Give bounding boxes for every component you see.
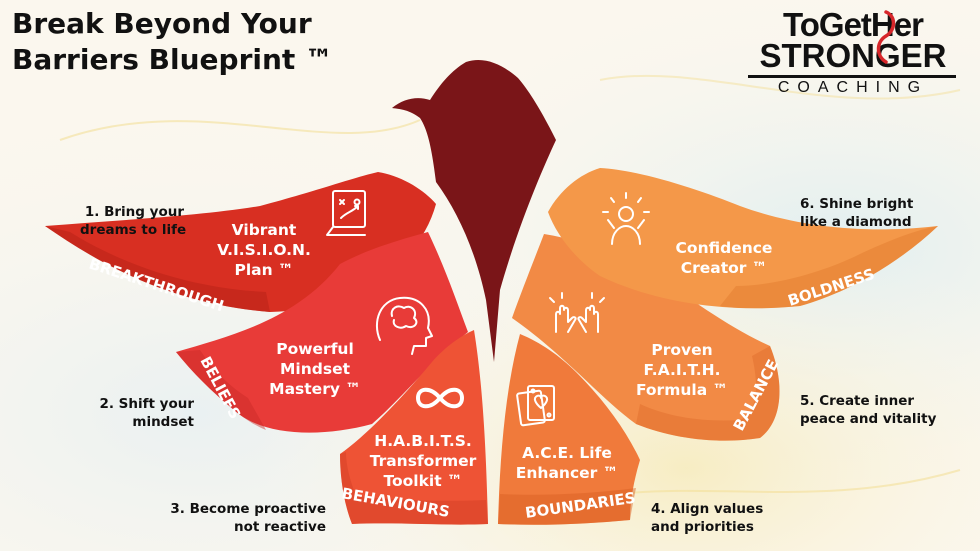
tool-name-behaviours: H.A.B.I.T.S. Transformer Toolkit ™ — [364, 431, 482, 491]
tool-name-line: Creator ™ — [680, 259, 768, 277]
tool-name-line: H.A.B.I.T.S. — [374, 432, 472, 450]
step-note-line: 6. Shine bright — [800, 196, 914, 212]
infinity-icon — [415, 387, 465, 409]
tool-name-line: Toolkit ™ — [383, 472, 463, 490]
step-note-5: 5. Create inner peace and vitality — [800, 392, 950, 428]
tool-name-line: Formula ™ — [635, 381, 729, 399]
brain-head-icon — [375, 296, 433, 355]
step-note-line: 1. Bring your — [84, 204, 184, 220]
title-line-2: Barriers Blueprint ™ — [12, 43, 334, 76]
step-note-line: 2. Shift your — [99, 396, 194, 412]
shining-person-icon — [602, 192, 650, 245]
step-note-line: 4. Align values — [651, 501, 764, 517]
step-note-3: 3. Become proactive not reactive — [166, 500, 326, 536]
tool-name-line: Proven — [651, 341, 713, 359]
vision-board-icon — [326, 190, 366, 236]
band-balance — [636, 346, 780, 441]
eagle-head — [392, 59, 556, 363]
wing-behaviours — [340, 330, 488, 525]
step-note-4: 4. Align values and priorities — [651, 500, 781, 536]
band-behaviours — [340, 452, 488, 525]
step-note-line: and priorities — [651, 519, 754, 535]
brand-logo: ToGetHer STRONGER COACHING — [746, 6, 968, 102]
raised-hands-icon — [549, 292, 605, 333]
logo-loop-icon — [876, 10, 896, 64]
logo-line-2: STRONGER — [759, 37, 947, 74]
tool-name-line: A.C.E. Life — [522, 444, 612, 462]
band-boldness — [720, 226, 938, 309]
step-note-line: 5. Create inner — [800, 393, 915, 409]
step-note-line: 3. Become proactive — [170, 501, 326, 517]
wing-boundaries — [498, 334, 640, 525]
step-note-6: 6. Shine bright like a diamond — [800, 195, 930, 231]
step-note-line: not reactive — [233, 519, 326, 535]
tool-name-line: Confidence — [675, 239, 773, 257]
band-breakthrough — [45, 226, 270, 312]
heart-cards-icon — [516, 385, 555, 427]
step-note-line: mindset — [132, 414, 194, 430]
tool-name-balance: Proven F.A.I.T.H. Formula ™ — [626, 340, 738, 400]
tool-name-line: F.A.I.T.H. — [643, 361, 721, 379]
step-note-line: peace and vitality — [800, 411, 937, 427]
wing-beliefs — [176, 232, 468, 433]
title-line-1: Break Beyond Your — [12, 7, 312, 40]
tool-name-breakthrough: Vibrant V.I.S.I.O.N. Plan ™ — [210, 220, 318, 280]
logo-line-3: COACHING — [777, 79, 929, 96]
tool-name-line: Powerful — [276, 340, 354, 358]
logo-rule — [748, 75, 956, 78]
tool-name-boundaries: A.C.E. Life Enhancer ™ — [504, 443, 630, 483]
tool-name-line: Mastery ™ — [269, 380, 361, 398]
step-note-line: like a diamond — [800, 214, 912, 230]
tool-name-line: Enhancer ™ — [515, 464, 619, 482]
step-note-2: 2. Shift your mindset — [96, 395, 194, 431]
band-beliefs — [176, 350, 266, 430]
tool-name-line: Transformer — [369, 452, 477, 470]
wing-balance — [512, 234, 780, 441]
band-boundaries — [498, 488, 636, 525]
logo-line-1: ToGetHer — [783, 6, 924, 43]
step-note-line: dreams to life — [80, 222, 187, 238]
wing-boldness — [548, 168, 938, 309]
tool-name-line: Mindset — [279, 360, 350, 378]
tool-name-boldness: Confidence Creator ™ — [664, 238, 784, 278]
tool-name-line: Plan ™ — [234, 261, 294, 279]
tool-name-line: V.I.S.I.O.N. — [217, 241, 311, 259]
step-note-1: 1. Bring your dreams to life — [80, 203, 187, 239]
tool-name-beliefs: Powerful Mindset Mastery ™ — [256, 339, 374, 399]
page-title: Break Beyond Your Barriers Blueprint ™ — [12, 6, 333, 78]
tool-name-line: Vibrant — [231, 221, 297, 239]
